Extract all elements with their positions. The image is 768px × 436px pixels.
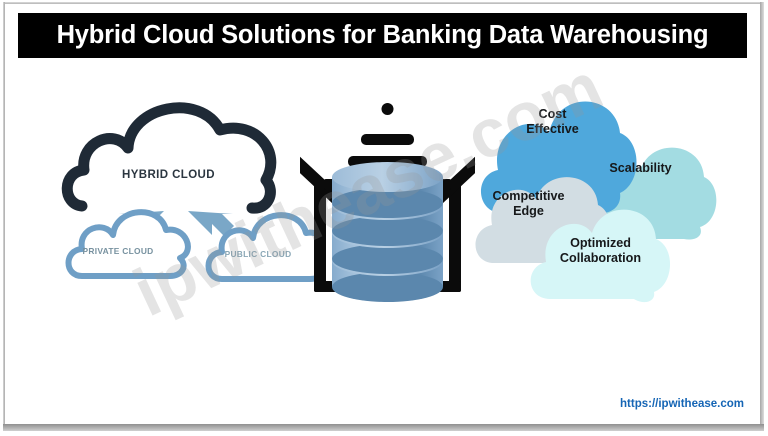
benefit-cloud-optimized-collaboration [530, 209, 671, 303]
hybrid-cloud-outline-icon [61, 102, 277, 214]
database-stack-icon [332, 162, 443, 302]
private-cloud-label: PRIVATE CLOUD [82, 246, 154, 256]
page-title: Hybrid Cloud Solutions for Banking Data … [56, 21, 709, 49]
benefit-label-line1: Scalability [609, 161, 672, 175]
content-area: Hybrid Cloud Solutions for Banking Data … [5, 4, 760, 424]
data-warehouse-illustration [274, 76, 501, 306]
benefit-label-competitive-edge: Competitive Edge [476, 189, 581, 218]
benefits-svg [475, 101, 717, 303]
footer-site-url[interactable]: https://ipwithease.com [620, 398, 744, 410]
benefit-label-line2: Edge [513, 203, 544, 218]
benefit-label-scalability: Scalability [588, 161, 693, 176]
private-cloud-icon [65, 209, 191, 279]
hybrid-cloud-diagram: HYBRID CLOUD PRIVATE CLOUD PUBLIC CLOUD [60, 86, 331, 286]
benefit-label-line2: Effective [526, 121, 579, 136]
frame-border-top [3, 2, 764, 4]
frame-border-left [3, 2, 5, 426]
hybrid-cloud-svg [61, 102, 331, 282]
benefit-label-line1: Optimized [570, 236, 631, 250]
public-cloud-label: PUBLIC CLOUD [224, 249, 292, 259]
benefit-label-line1: Cost [538, 107, 567, 121]
diagram-stage: HYBRID CLOUD PRIVATE CLOUD PUBLIC CLOUD [5, 66, 760, 386]
warehouse-svg [274, 103, 501, 302]
benefit-cloud-cost-effective [480, 101, 637, 214]
frame-border-right [760, 2, 764, 430]
hybrid-cloud-label: HYBRID CLOUD [122, 169, 215, 181]
benefits-cloud-cluster: Cost Effective Scalability Competitive E… [470, 71, 720, 306]
benefit-label-cost-effective: Cost Effective [500, 107, 605, 136]
benefit-label-line1: Competitive [492, 189, 565, 203]
benefit-label-line2: Collaboration [559, 250, 642, 265]
title-bar: Hybrid Cloud Solutions for Banking Data … [18, 13, 747, 58]
frame-border-bottom [3, 424, 764, 431]
benefit-label-optimized-collaboration: Optimized Collaboration [538, 236, 663, 265]
